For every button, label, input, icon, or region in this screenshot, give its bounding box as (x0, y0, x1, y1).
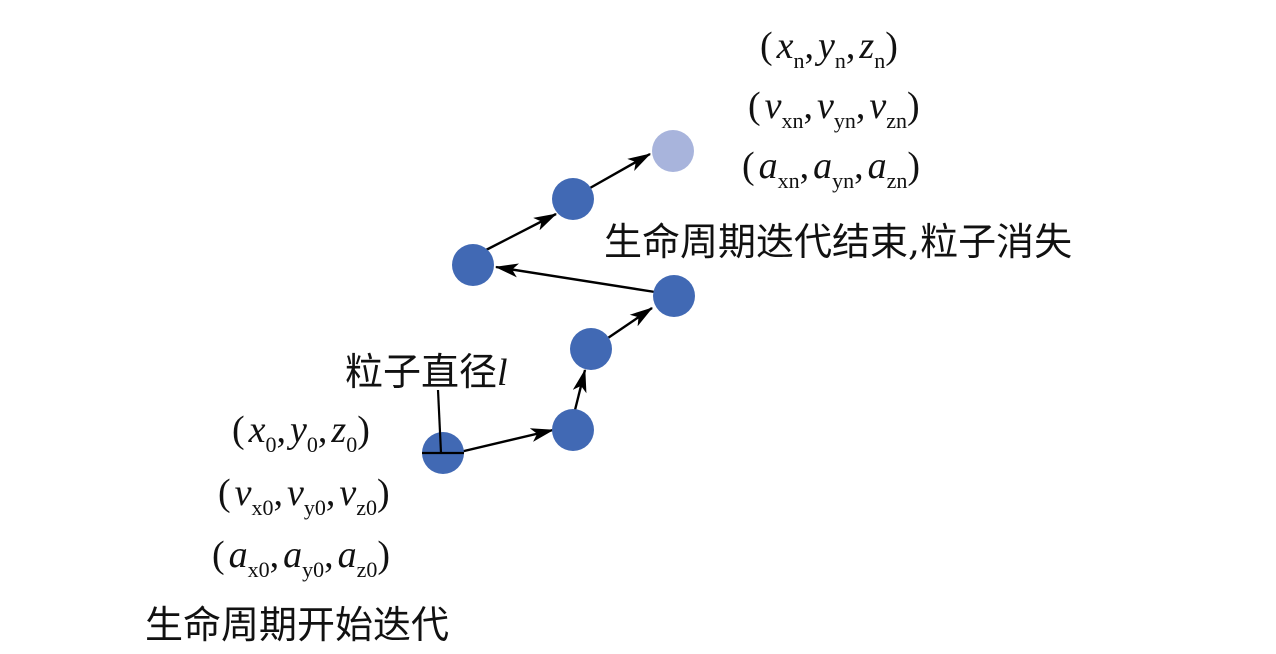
end-position-tuple: (xn,yn,zn) (760, 25, 898, 73)
start-state: (x0,y0,z0) (vx0,vy0,vz0) (ax0,ay0,az0) 生… (145, 409, 449, 647)
arrow-6-7 (589, 152, 652, 190)
diameter-indicator (422, 389, 464, 455)
start-caption: 生命周期开始迭代 (145, 603, 449, 647)
particle-4 (653, 275, 695, 317)
particle-6 (552, 178, 594, 220)
end-caption: 生命周期迭代结束,粒子消失 (604, 220, 1072, 264)
start-velocity-tuple: (vx0,vy0,vz0) (218, 472, 390, 520)
end-state: (xn,yn,zn) (vxn,vyn,vzn) (axn,ayn,azn) 生… (604, 25, 1072, 264)
arrow-2-3 (572, 368, 587, 411)
arrow-3-4 (604, 307, 653, 341)
diameter-label: 粒子直径l (345, 350, 508, 394)
end-velocity-tuple: (vxn,vyn,vzn) (748, 85, 920, 133)
end-acceleration-tuple: (axn,ayn,azn) (742, 145, 920, 193)
diameter-leader (436, 389, 443, 454)
particle-2 (552, 409, 594, 451)
particle-3 (570, 328, 612, 370)
start-position-tuple: (x0,y0,z0) (232, 409, 370, 457)
particle-5 (452, 244, 494, 286)
particle-end-faded (652, 130, 694, 172)
arrow-5-6 (485, 212, 558, 252)
start-acceleration-tuple: (ax0,ay0,az0) (212, 534, 390, 582)
trajectory-arrows (442, 152, 656, 458)
particles (422, 130, 695, 474)
arrow-4-5 (494, 263, 656, 294)
